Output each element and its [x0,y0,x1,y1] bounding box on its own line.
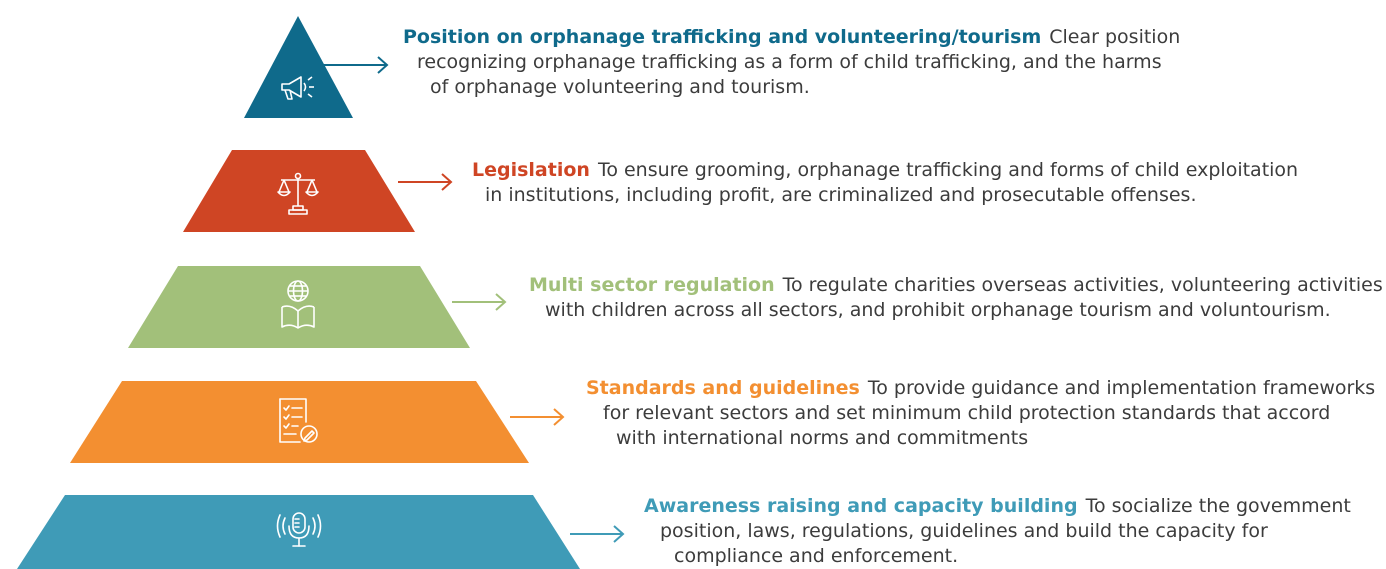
tier-2-line-2: in institutions, including profit, are c… [485,184,1197,206]
tier-4-arrow [510,408,565,426]
tier-3-line-2: with children across all sectors, and pr… [545,299,1331,321]
tier-1-line-2: recognizing orphanage trafficking as a f… [417,51,1162,73]
checklist-icon [279,398,318,443]
tier-5-text: Awareness raising and capacity building T… [644,494,1351,569]
tier-2-text: Legislation To ensure grooming, orphanage… [472,158,1298,208]
tier-1-title: Position on orphanage trafficking and vo… [403,26,1042,48]
tier-4-line-2: for relevant sectors and set minimum chi… [603,402,1331,424]
tier-4-text: Standards and guidelines To provide guida… [586,376,1375,451]
megaphone-icon [281,76,314,100]
tier-5-title: Awareness raising and capacity building [644,495,1078,517]
tier-4-line-3: with international norms and commitments [616,427,1029,449]
tier-1-line-1: Clear position [1049,26,1181,48]
tier-1-text: Position on orphanage trafficking and vo… [403,25,1180,100]
tier-2-arrow [398,173,453,191]
tier-1-arrow [320,56,389,74]
globe-book-icon [281,280,315,329]
tier-3-title: Multi sector regulation [529,274,775,296]
tier-2-line-1: To ensure grooming, orphanage traffickin… [597,159,1299,181]
tier-4-title: Standards and guidelines [586,377,860,399]
tier-3-arrow [452,293,507,311]
tier-1-line-3: of orphanage volunteering and tourism. [430,76,810,98]
tier-2-title: Legislation [472,159,590,181]
tier-3-line-1: To regulate charities overseas activitie… [782,274,1383,296]
tier-3-text: Multi sector regulation To regulate chari… [529,273,1383,323]
tier-5-line-3: compliance and enforcement. [674,545,959,567]
tier-4-line-1: To provide guidance and implementation f… [867,377,1376,399]
scales-icon [277,172,319,215]
tier-5-line-2: position, laws, regulations, guidelines … [660,520,1268,542]
microphone-icon [276,512,322,547]
tier-5-arrow [570,525,625,543]
tier-5-line-1: To socialize the govemment [1085,495,1351,517]
